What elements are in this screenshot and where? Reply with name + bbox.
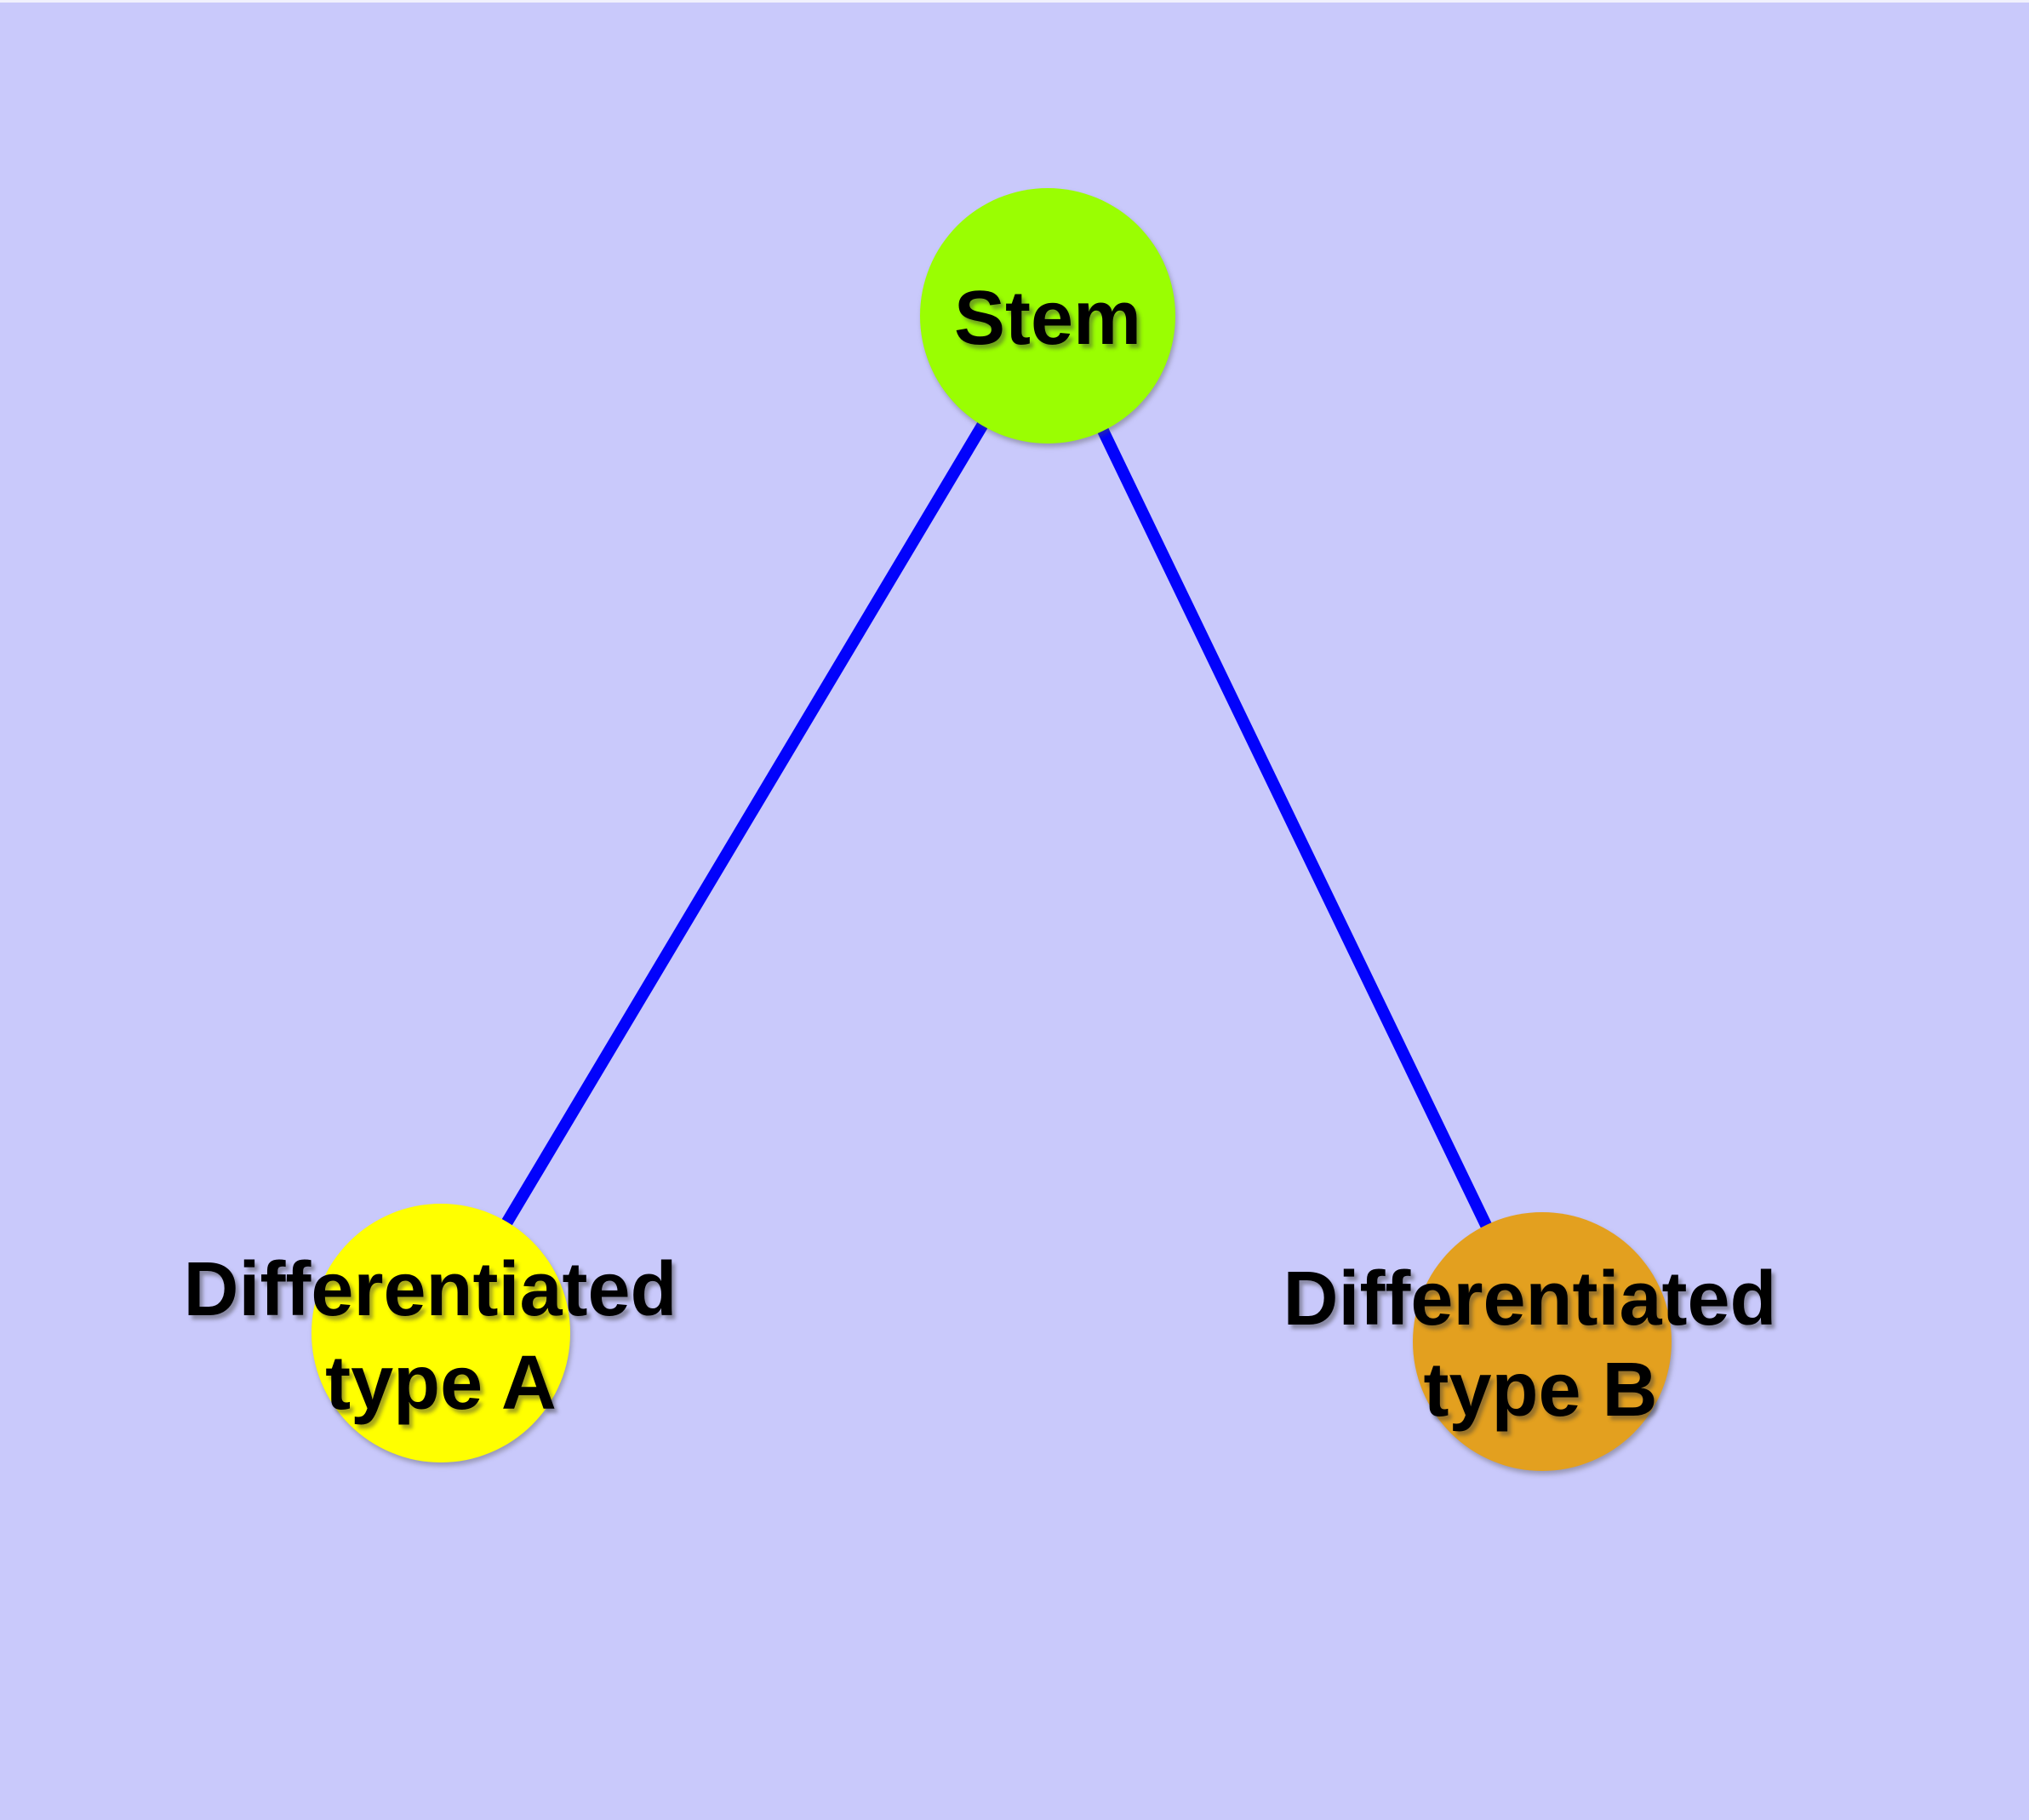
node-differentiated-type-b (1413, 1212, 1672, 1471)
node-differentiated-type-a (311, 1204, 570, 1462)
edge-stem-to-type-b (1042, 312, 1548, 1345)
node-differentiated-type-a-label: Differentiated type A (183, 1247, 698, 1426)
node-stem-label: Stem (954, 276, 1141, 361)
type-b-label-line-1: Differentiated (1283, 1256, 1776, 1342)
type-a-label-line-1: Differentiated (183, 1247, 677, 1332)
node-stem (920, 188, 1175, 444)
type-b-label-line-2: type B (1423, 1348, 1657, 1433)
node-differentiated-type-b-label: Differentiated type B (1283, 1256, 1798, 1433)
top-edge-highlight (0, 0, 2029, 3)
edge-stem-to-type-a (435, 312, 1054, 1336)
type-a-label-line-2: type A (325, 1341, 557, 1426)
